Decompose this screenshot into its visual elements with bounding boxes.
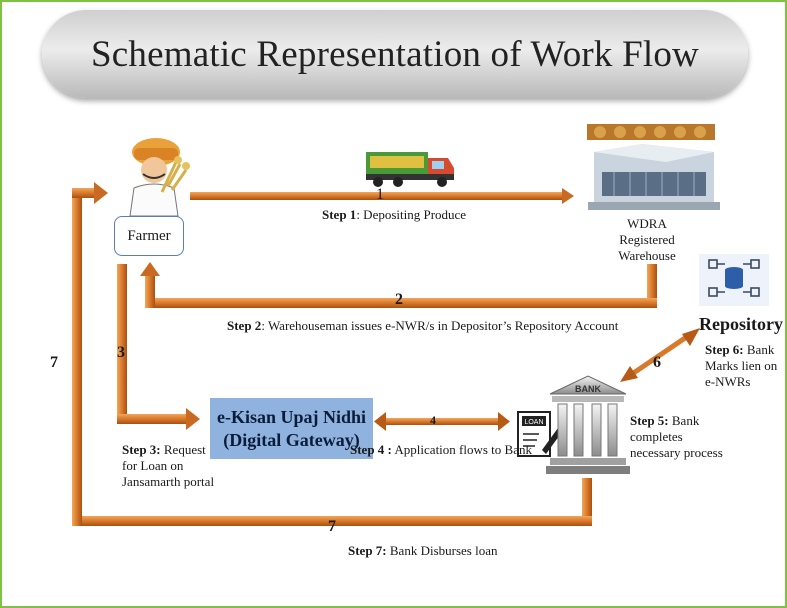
step5-label: Step 5: Bank completes necessary process	[630, 413, 723, 460]
warehouse-label: WDRA Registered Warehouse	[618, 216, 676, 263]
farmer-node: Farmer	[114, 216, 184, 256]
step4-number: 4	[430, 413, 436, 427]
repository-icon	[699, 254, 769, 306]
step3-arrow	[117, 264, 200, 430]
step1-label: Step 1: Depositing Produce	[322, 207, 467, 222]
step2-label: Step 2: Warehouseman issues e-NWR/s in D…	[227, 318, 619, 333]
step7-number-bottom: 7	[328, 518, 336, 535]
ekisan-gateway-box: e-Kisan Upaj Nidhi (Digital Gateway)	[210, 398, 373, 459]
step2-number: 2	[395, 291, 403, 308]
step1-arrow	[190, 188, 574, 204]
title-banner: Schematic Representation of Work Flow	[42, 10, 748, 98]
step2-arrow	[140, 262, 657, 308]
step1-number: 1	[376, 186, 384, 203]
step3-number: 3	[117, 344, 125, 361]
page-title: Schematic Representation of Work Flow	[91, 33, 699, 75]
truck-icon	[366, 152, 454, 187]
repository-label: Repository	[699, 314, 783, 334]
step6-label: Step 6: Bank Marks lien on e-NWRs	[705, 342, 778, 389]
step7-number-left: 7	[50, 354, 58, 371]
farmer-icon	[129, 138, 190, 217]
warehouse-icon	[587, 124, 720, 210]
bank-label: BANK	[575, 384, 601, 394]
step4-arrow	[374, 412, 510, 431]
loan-doc-label: LOAN	[524, 419, 543, 426]
step4-label: Step 4 : Application flows to Bank	[350, 442, 532, 457]
step7-arrow	[72, 182, 592, 526]
bank-icon: BANK	[546, 375, 630, 474]
step3-label: Step 3: Request for Loan on Jansamarth p…	[122, 442, 215, 489]
loan-document-icon: LOAN	[517, 411, 562, 457]
step7-label: Step 7: Bank Disburses loan	[348, 543, 498, 558]
step6-number: 6	[653, 354, 661, 371]
step6-arrow	[620, 328, 700, 382]
farmer-label: Farmer	[127, 227, 171, 244]
